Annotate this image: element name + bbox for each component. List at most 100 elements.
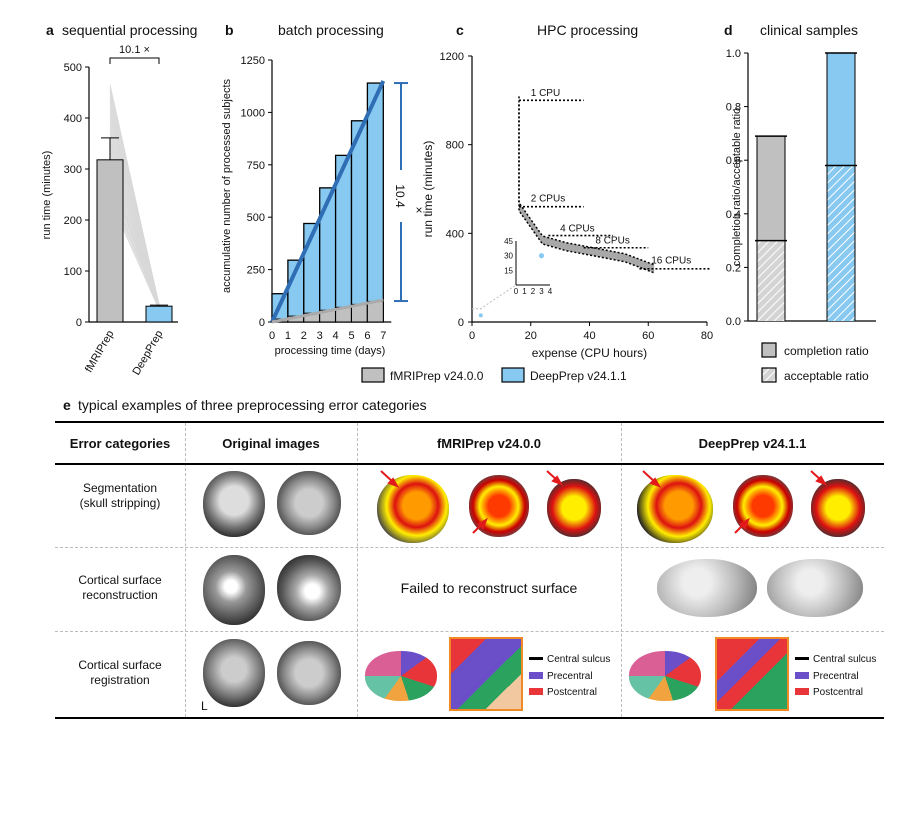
cpu-label: 1 CPU xyxy=(531,88,560,99)
x-tick-label: DeepPrep xyxy=(130,329,165,378)
table-row-divider xyxy=(55,547,884,548)
subject-line xyxy=(109,100,160,310)
y-tick-label: 300 xyxy=(64,164,82,176)
deepprep-coronal-seg xyxy=(733,475,793,537)
y-tick-label: 500 xyxy=(64,62,82,74)
y-axis-label: run time (minutes) xyxy=(41,151,53,240)
x-tick-label: 0 xyxy=(269,330,275,342)
legend-fmriprep-label: fMRIPrep v24.0.0 xyxy=(390,369,484,383)
y-tick-label: 500 xyxy=(247,212,265,224)
y-tick-label: 400 xyxy=(446,228,464,240)
x-tick-label: 60 xyxy=(642,330,654,342)
y-tick-label: 0.0 xyxy=(726,316,741,328)
legend-fmriprep-swatch xyxy=(361,367,385,383)
inset-y-tick-label: 15 xyxy=(504,266,513,275)
central-sulcus-label: Central sulcus xyxy=(547,654,610,665)
original-axial-image xyxy=(277,555,341,621)
deepprep-surface-medial xyxy=(767,559,863,617)
cpu-label: 4 CPUs xyxy=(560,223,594,234)
fold-annotation: 10.4 xyxy=(393,184,407,208)
y-tick-label: 100 xyxy=(64,266,82,278)
x-tick-label: 0 xyxy=(469,330,475,342)
fmriprep-sagittal-seg xyxy=(377,475,449,543)
panel-b-title: batch processing xyxy=(278,22,384,38)
inset-y-tick-label: 45 xyxy=(504,237,513,246)
y-tick-label: 1000 xyxy=(241,107,265,119)
cpu-label: 2 CPUs xyxy=(531,193,565,204)
row-surface-registration-label: Cortical surface registration xyxy=(78,658,162,687)
x-tick-label: 20 xyxy=(525,330,537,342)
original-axial-image xyxy=(277,471,341,535)
fmriprep-trend-line xyxy=(271,298,384,324)
header-fmriprep: fMRIPrep v24.0.0 xyxy=(436,435,542,451)
inset-x-tick-label: 3 xyxy=(539,287,544,296)
panel-c-letter: c xyxy=(456,22,464,38)
acceptable-bar-fMRIPrep xyxy=(757,240,785,321)
table-divider xyxy=(357,423,358,717)
completion-bar-DeepPrep xyxy=(827,53,855,166)
precentral-label: Precentral xyxy=(813,671,859,682)
inset-deepprep-point xyxy=(538,253,545,259)
row-surface-reconstruction-label: Cortical surface reconstruction xyxy=(78,573,162,602)
x-tick-label: 5 xyxy=(348,330,354,342)
table-header-rule xyxy=(55,463,884,465)
header-deepprep: DeepPrep v24.1.1 xyxy=(698,435,807,451)
deepprep-bar xyxy=(366,82,384,323)
y-tick-label: 1.0 xyxy=(726,48,741,60)
legend-deepprep-swatch xyxy=(501,367,525,383)
panel-d-title: clinical samples xyxy=(760,22,858,38)
inset-x-tick-label: 0 xyxy=(514,287,519,296)
postcentral-swatch xyxy=(795,688,809,695)
fmriprep-region-legend: Central sulcus Precentral Postcentral xyxy=(529,654,610,698)
inset-x-tick-label: 2 xyxy=(531,287,536,296)
acceptable-bar-DeepPrep xyxy=(827,165,855,321)
central-sulcus-swatch xyxy=(795,657,809,660)
x-tick-label: 40 xyxy=(583,330,595,342)
legend-acceptable-label: acceptable ratio xyxy=(784,369,869,383)
y-tick-label: 0.2 xyxy=(726,262,741,274)
legend-acceptable-swatch xyxy=(761,367,777,383)
arrow-icon xyxy=(546,470,559,482)
fmriprep-coronal-seg xyxy=(469,475,529,537)
bar-fMRIPrep xyxy=(96,159,124,323)
row-segmentation-label: Segmentation (skull stripping) xyxy=(79,481,161,510)
panel-b-letter: b xyxy=(225,22,234,38)
table-row-divider xyxy=(55,631,884,632)
postcentral-swatch xyxy=(529,688,543,695)
x-tick-label: 80 xyxy=(701,330,713,342)
fmriprep-zoom-inset xyxy=(449,637,523,711)
inset-x-tick-label: 1 xyxy=(522,287,527,296)
panel-e-title: typical examples of three preprocessing … xyxy=(78,397,427,413)
inset-zoom-lines xyxy=(472,284,517,310)
table-divider xyxy=(621,423,622,717)
y-tick-label: 800 xyxy=(446,140,464,152)
deepprep-bar xyxy=(350,120,369,323)
y-tick-label: 1250 xyxy=(241,55,265,67)
x-tick-label: 4 xyxy=(333,330,339,342)
header-original-images: Original images xyxy=(222,435,320,451)
y-axis-label: accumulative number of processed subject… xyxy=(221,79,233,293)
panel-d-letter: d xyxy=(724,22,733,38)
subject-line xyxy=(109,91,160,304)
panel-c-title: HPC processing xyxy=(537,22,638,38)
fmriprep-bar xyxy=(366,300,384,323)
y-tick-label: 750 xyxy=(247,160,265,172)
y-tick-label: 0 xyxy=(76,317,82,329)
fold-annotation-unit: × xyxy=(412,206,426,213)
band-lower-line xyxy=(518,104,655,274)
table-divider xyxy=(185,423,186,717)
error-examples-table: Error categories Original images fMRIPre… xyxy=(55,421,884,719)
x-tick-label: 2 xyxy=(301,330,307,342)
panel-a-letter: a xyxy=(46,22,54,38)
deepprep-sagittal-seg xyxy=(637,475,713,543)
completion-bar-fMRIPrep xyxy=(757,136,785,241)
x-tick-label: fMRIPrep xyxy=(83,329,117,375)
bar-DeepPrep xyxy=(145,305,173,323)
original-axial-image xyxy=(277,641,341,705)
significance-bracket xyxy=(109,57,160,64)
x-tick-label: 1 xyxy=(285,330,291,342)
